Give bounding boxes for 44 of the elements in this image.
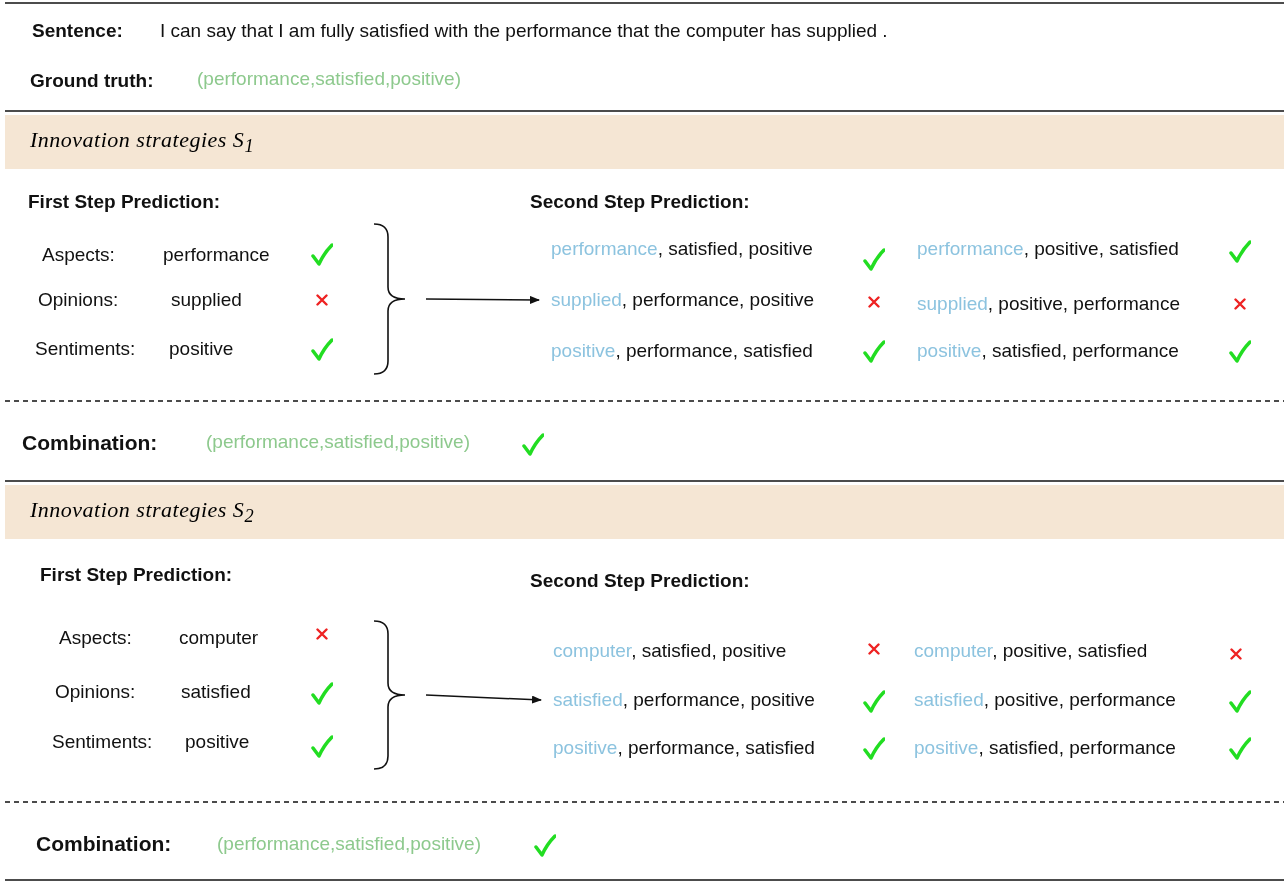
prediction-text: Opinions: bbox=[55, 681, 136, 703]
prediction-text: performance, satisfied, positive bbox=[551, 238, 813, 260]
prediction-text: computer bbox=[179, 627, 259, 649]
prediction-text: Aspects: bbox=[59, 627, 132, 649]
prediction-text: performance bbox=[163, 244, 270, 266]
prediction-text: positive, performance, satisfied bbox=[553, 737, 815, 759]
prediction-text: satisfied, performance, positive bbox=[553, 689, 815, 711]
prediction-text: Sentiments: bbox=[52, 731, 153, 753]
prediction-text: positive, satisfied, performance bbox=[914, 737, 1176, 759]
section-label: First Step Prediction: bbox=[28, 191, 221, 213]
strategy-heading: Innovation strategies S$_{1}$ bbox=[30, 126, 255, 158]
prediction-text: Opinions: bbox=[38, 289, 119, 311]
curly-brace bbox=[372, 223, 406, 375]
prediction-text: supplied, performance, positive bbox=[551, 289, 814, 311]
prediction-text: computer, satisfied, positive bbox=[553, 640, 787, 662]
strategy-band bbox=[5, 115, 1284, 169]
section-label: Sentence: bbox=[32, 20, 123, 42]
section-label: Second Step Prediction: bbox=[530, 570, 750, 592]
prediction-text: I can say that I am fully satisfied with the performance that the computer has supplied . bbox=[160, 20, 888, 42]
prediction-text: positive bbox=[169, 338, 234, 360]
section-label: Second Step Prediction: bbox=[530, 191, 750, 213]
section-label: Combination: bbox=[36, 832, 172, 856]
strategy-band bbox=[5, 485, 1284, 539]
prediction-text: Aspects: bbox=[42, 244, 115, 266]
curly-brace bbox=[372, 620, 406, 770]
prediction-text: computer, positive, satisfied bbox=[914, 640, 1148, 662]
prediction-text: supplied bbox=[171, 289, 242, 311]
prediction-text: supplied, positive, performance bbox=[917, 293, 1180, 315]
prediction-text: positive bbox=[185, 731, 250, 753]
prediction-text: Sentiments: bbox=[35, 338, 136, 360]
strategy-heading: Innovation strategies S$_{2}$ bbox=[30, 496, 255, 528]
arrow bbox=[425, 694, 542, 704]
prediction-text: satisfied bbox=[181, 681, 251, 703]
triple-text: (performance,satisfied,positive) bbox=[217, 833, 481, 855]
prediction-text: positive, performance, satisfied bbox=[551, 340, 813, 362]
triple-text: (performance,satisfied,positive) bbox=[197, 68, 461, 90]
triple-text: (performance,satisfied,positive) bbox=[206, 431, 470, 453]
prediction-text: positive, satisfied, performance bbox=[917, 340, 1179, 362]
prediction-text: performance, positive, satisfied bbox=[917, 238, 1179, 260]
section-label: Ground truth: bbox=[30, 70, 154, 92]
section-label: Combination: bbox=[22, 431, 158, 455]
section-label: First Step Prediction: bbox=[40, 564, 233, 586]
arrow bbox=[425, 295, 540, 304]
prediction-text: satisfied, positive, performance bbox=[914, 689, 1176, 711]
